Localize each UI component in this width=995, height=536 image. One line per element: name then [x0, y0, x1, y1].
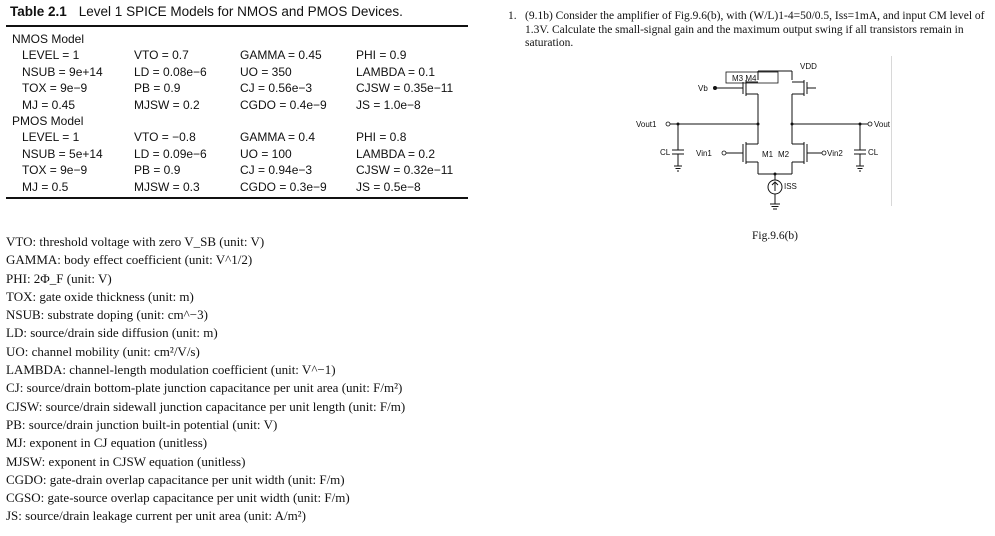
param-cell: LEVEL = 1 — [22, 130, 80, 144]
param-cell: CGDO = 0.3e−9 — [240, 179, 327, 194]
param-cell: JS = 1.0e−8 — [356, 97, 421, 112]
definition-line: PB: source/drain junction built-in poten… — [6, 416, 278, 432]
m2-label: M2 — [778, 150, 790, 159]
definition-line: NSUB: substrate doping (unit: cm^−3) — [6, 307, 208, 323]
table-title: Level 1 SPICE Models for NMOS and PMOS D… — [78, 4, 403, 19]
param-cell: LAMBDA = 0.2 — [356, 146, 436, 161]
table-caption: Table 2.1 Level 1 SPICE Models for NMOS a… — [6, 2, 468, 22]
definition-line: UO: channel mobility (unit: cm²/V/s) — [6, 343, 200, 359]
param-cell: NSUB = 9e+14 — [22, 64, 103, 79]
m3m4-label: M3 M4 — [732, 74, 757, 83]
definition-line: GAMMA: body effect coefficient (unit: V^… — [6, 252, 253, 268]
figure-caption: Fig.9.6(b) — [752, 230, 798, 242]
param-cell: JS = 0.5e−8 — [356, 179, 421, 194]
param-cell: CGDO = 0.4e−9 — [240, 97, 327, 112]
param-cell: LD = 0.09e−6 — [134, 146, 207, 161]
param-cell: CJ = 0.94e−3 — [240, 163, 313, 177]
param-cell: PB = 0.9 — [134, 81, 181, 95]
param-cell: CJSW = 0.35e−11 — [356, 81, 454, 95]
param-cell: UO = 100 — [240, 146, 292, 161]
definition-line: MJSW: exponent in CJSW equation (unitles… — [6, 453, 246, 469]
param-cell: CJSW = 0.32e−11 — [356, 163, 454, 177]
amplifier-schematic: VDD M3 M4 Vb Vout1 Vout2 CL CL Vin1 Vin2… — [620, 58, 890, 218]
problem-text: (9.1b) Consider the amplifier of Fig.9.6… — [525, 10, 985, 49]
nmos-row: TOX = 9e−9 PB = 0.9 CJ = 0.56e−3 CJSW = … — [6, 80, 468, 97]
param-cell: NSUB = 5e+14 — [22, 146, 103, 161]
nmos-row: LEVEL = 1 VTO = 0.7 GAMMA = 0.45 PHI = 0… — [6, 47, 468, 64]
param-cell: PHI = 0.9 — [356, 48, 407, 62]
figure-border-line — [891, 56, 892, 206]
param-cell: MJ = 0.5 — [22, 179, 69, 194]
definition-line: CGSO: gate-source overlap capacitance pe… — [6, 490, 350, 506]
pmos-row: MJ = 0.5 MJSW = 0.3 CGDO = 0.3e−9 JS = 0… — [6, 179, 468, 196]
vin1-label: Vin1 — [696, 149, 712, 158]
pmos-row: NSUB = 5e+14 LD = 0.09e−6 UO = 100 LAMBD… — [6, 146, 468, 163]
m1-label: M1 — [762, 150, 774, 159]
vb-label: Vb — [698, 84, 708, 93]
spice-table: Table 2.1 Level 1 SPICE Models for NMOS a… — [6, 2, 468, 199]
pmos-header: PMOS Model — [12, 114, 84, 128]
vout2-label: Vout2 — [874, 120, 890, 129]
vdd-label: VDD — [800, 62, 817, 71]
param-cell: PHI = 0.8 — [356, 130, 407, 144]
definition-line: CJSW: source/drain sidewall junction cap… — [6, 398, 406, 414]
definition-line: MJ: exponent in CJ equation (unitless) — [6, 435, 208, 451]
param-cell: CJ = 0.56e−3 — [240, 81, 313, 95]
definition-line: LAMBDA: channel-length modulation coeffi… — [6, 362, 336, 378]
param-cell: VTO = 0.7 — [134, 48, 189, 62]
definition-line: VTO: threshold voltage with zero V_SB (u… — [6, 234, 265, 249]
param-cell: TOX = 9e−9 — [22, 163, 88, 177]
problem-number: 1. — [508, 10, 517, 22]
nmos-row: MJ = 0.45 MJSW = 0.2 CGDO = 0.4e−9 JS = … — [6, 97, 468, 114]
param-cell: LEVEL = 1 — [22, 48, 80, 62]
definition-line: JS: source/drain leakage current per uni… — [6, 508, 306, 524]
nmos-row: NSUB = 9e+14 LD = 0.08e−6 UO = 350 LAMBD… — [6, 64, 468, 81]
cl-left-label: CL — [660, 148, 671, 157]
param-cell: LD = 0.08e−6 — [134, 64, 207, 79]
param-cell: GAMMA = 0.4 — [240, 130, 316, 144]
param-cell: MJSW = 0.2 — [134, 97, 200, 112]
definition-line: TOX: gate oxide thickness (unit: m) — [6, 288, 194, 304]
definition-line: LD: source/drain side diffusion (unit: m… — [6, 325, 218, 341]
table-number: Table 2.1 — [10, 4, 67, 19]
iss-label: ISS — [784, 182, 797, 191]
definition-line: CJ: source/drain bottom-plate junction c… — [6, 380, 403, 396]
vin2-label: Vin2 — [827, 149, 843, 158]
param-cell: PB = 0.9 — [134, 163, 181, 177]
pmos-row: TOX = 9e−9 PB = 0.9 CJ = 0.94e−3 CJSW = … — [6, 162, 468, 179]
cl-right-label: CL — [868, 148, 879, 157]
param-cell: LAMBDA = 0.1 — [356, 64, 436, 79]
param-cell: TOX = 9e−9 — [22, 81, 88, 95]
parameter-definitions: VTO: threshold voltage with zero V_SB (u… — [6, 233, 486, 526]
table-top-rule — [6, 25, 468, 27]
table-bottom-rule — [6, 197, 468, 199]
problem-statement: 1. (9.1b) Consider the amplifier of Fig.… — [508, 10, 990, 51]
nmos-header: NMOS Model — [12, 32, 85, 46]
param-cell: VTO = −0.8 — [134, 130, 196, 144]
param-cell: UO = 350 — [240, 64, 292, 79]
vout1-label: Vout1 — [636, 120, 657, 129]
definition-line: PHI: 2Φ_F (unit: V) — [6, 270, 112, 286]
pmos-row: LEVEL = 1 VTO = −0.8 GAMMA = 0.4 PHI = 0… — [6, 129, 468, 146]
param-cell: GAMMA = 0.45 — [240, 48, 322, 62]
param-cell: MJSW = 0.3 — [134, 179, 200, 194]
schematic-svg: VDD M3 M4 Vb Vout1 Vout2 CL CL Vin1 Vin2… — [636, 62, 890, 210]
definition-line: CGDO: gate-drain overlap capacitance per… — [6, 471, 345, 487]
param-cell: MJ = 0.45 — [22, 97, 76, 112]
